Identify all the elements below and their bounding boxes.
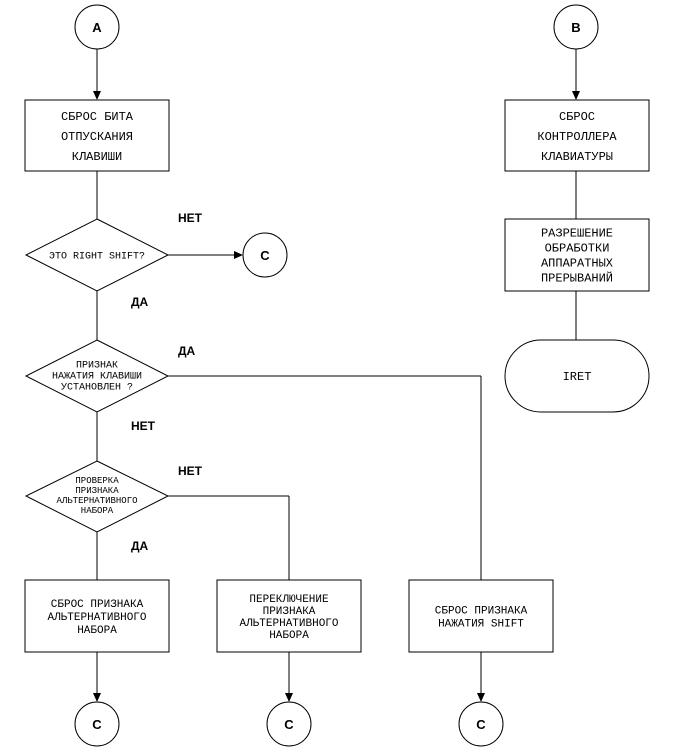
text-line: НАЖАТИЯ SHIFT [438,618,524,630]
text-line: ЭТО RIGHT SHIFT? [49,252,145,263]
box-reset-release-bit-text: СБРОС БИТА ОТПУСКАНИЯ КЛАВИШИ [61,110,134,164]
text-line: ПРОВЕРКА [75,476,119,486]
connector-b: B [553,4,599,50]
branch-labels: НЕТ ДА ДА НЕТ НЕТ ДА [131,211,203,553]
text-line: АЛЬТЕРНАТИВНОГО [56,496,137,506]
text-line: АЛЬТЕРНАТИВНОГО [47,612,146,624]
label-no: НЕТ [178,211,203,225]
text-line: НАБОРА [81,506,114,516]
terminal-iret: IRET [504,339,650,413]
box-reset-release-bit: СБРОС БИТА ОТПУСКАНИЯ КЛАВИШИ [24,99,170,172]
text-line: ОБРАБОТКИ [545,242,610,256]
connector-a: A [74,4,120,50]
label-no: НЕТ [131,419,156,433]
text-line: СБРОС ПРИЗНАКА [435,605,528,617]
connector-b-label: B [571,20,580,35]
text-line: АЛЬТЕРНАТИВНОГО [239,618,338,630]
decision-is-right-shift: ЭТО RIGHT SHIFT? [24,218,170,292]
connector-a-label: A [92,20,102,35]
text-line: НАЖАТИЯ КЛАВИШИ [52,372,142,383]
connector-c-label: C [92,717,102,732]
text-line: АППАРАТНЫХ [541,257,613,271]
box-reset-controller-text: СБРОС КОНТРОЛЛЕРА КЛАВИАТУРЫ [537,110,617,164]
text-line: КЛАВИАТУРЫ [541,150,613,164]
label-yes: ДА [131,295,149,309]
text-line: НАБОРА [269,630,309,642]
text-line: КОНТРОЛЛЕРА [537,130,617,144]
label-yes: ДА [178,344,196,358]
connector-c-after-reset-alt: C [74,701,120,747]
text-line: УСТАНОВЛЕН ? [61,383,133,394]
connector-c-right-shift: C [242,232,288,278]
terminal-iret-label: IRET [563,370,592,384]
arrowhead [285,693,293,702]
text-line: ОТПУСКАНИЯ [61,130,133,144]
arrowhead [93,693,101,702]
connector-c-after-reset-shift: C [458,701,504,747]
text-line: ПРЕРЫВАНИЙ [541,271,613,286]
text-line: СБРОС БИТА [61,110,134,124]
arrowhead [234,251,243,259]
text-line: НАБОРА [77,625,117,637]
arrowhead [93,91,101,100]
text-line: ПРИЗНАК [76,361,118,372]
box-reset-controller: СБРОС КОНТРОЛЛЕРА КЛАВИАТУРЫ [504,99,650,172]
connector-c-label: C [284,717,294,732]
decision-is-right-shift-text: ЭТО RIGHT SHIFT? [49,252,145,263]
connector-c-label: C [260,248,270,263]
label-yes: ДА [131,539,149,553]
label-no: НЕТ [178,464,203,478]
flow-lines [93,49,580,702]
text-line: ПЕРЕКЛЮЧЕНИЕ [249,594,329,606]
text-line: ПРИЗНАКА [263,606,316,618]
connector-c-label: C [476,717,486,732]
text-line: КЛАВИШИ [72,150,122,164]
text-line: РАЗРЕШЕНИЕ [541,227,613,241]
arrowhead [477,693,485,702]
text-line: ПРИЗНАКА [75,486,119,496]
text-line: СБРОС ПРИЗНАКА [51,599,144,611]
arrowhead [572,91,580,100]
text-line: СБРОС [559,110,595,124]
connector-c-after-toggle-alt: C [266,701,312,747]
